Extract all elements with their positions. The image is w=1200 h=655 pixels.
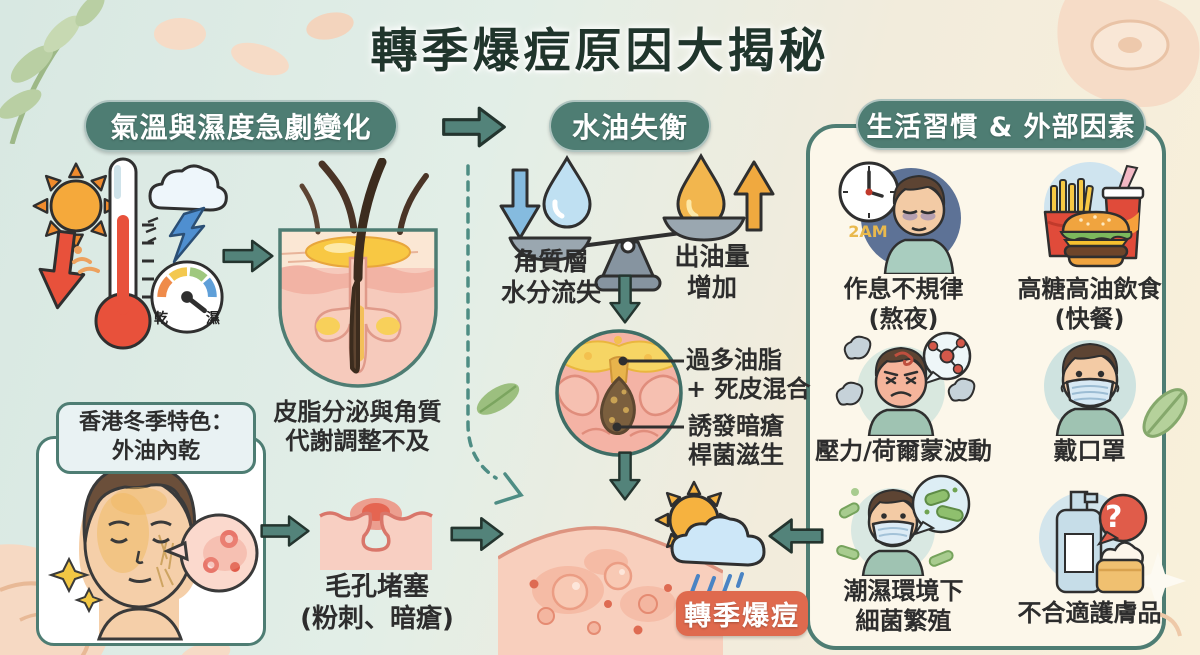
humidity-gauge-icon: [150, 260, 224, 334]
item-diet-line1: 高糖高油飲食: [1017, 275, 1162, 303]
arrow-weather-to-skin-icon: [222, 239, 274, 273]
moisture-loss-line1: 角質層: [513, 247, 589, 276]
skincare-products-icon: [1038, 490, 1147, 594]
arrow-pore-down-icon: [609, 451, 641, 501]
arrow-header-right-icon: [442, 106, 506, 148]
arrow-pore-to-center-icon: [450, 517, 504, 551]
pore-caption-line1: 毛孔堵塞: [324, 572, 429, 602]
callout-excess-oil-line1: 過多油脂: [686, 346, 782, 374]
cell-blobs-decoration: [154, 12, 354, 76]
item-humid-label: 潮濕環境下 細菌繁殖: [816, 576, 991, 636]
follicle-caption: 皮脂分泌與角質 代謝調整不及: [250, 398, 465, 457]
masked-person-icon: [1043, 340, 1136, 436]
section-header-temperature: 氣溫與濕度急劇變化: [84, 100, 398, 152]
hk-winter-line1: 香港冬季特色：: [78, 410, 233, 436]
page-title: 轉季爆痘原因大揭秘: [370, 24, 830, 79]
storm-cloud-icon: [145, 164, 228, 264]
lifestyle-item-skincare: ? 不合適護膚品: [1002, 474, 1177, 628]
sparkle-bottomright-decoration: [1130, 552, 1186, 637]
bacteria-humid-icon: [835, 474, 970, 576]
item-mask-line1: 戴口罩: [1053, 437, 1126, 465]
hk-winter-box: 香港冬季特色： 外油內乾: [56, 402, 256, 474]
fast-food-icon: [1043, 162, 1144, 268]
gauge-dry-label: 乾: [154, 311, 168, 327]
item-diet-label: 高糖高油飲食 (快餐): [1002, 274, 1177, 334]
callout-excess-oil-line2: + 死皮混合: [686, 375, 811, 404]
moisture-loss-label: 角質層 水分流失: [490, 247, 612, 308]
oily-dry-face-illustration: [47, 462, 259, 641]
water-droplet-icon: [542, 155, 592, 229]
item-mask-label: 戴口罩: [1002, 436, 1177, 466]
sun-icon: [32, 162, 120, 250]
lifestyle-item-mask: 戴口罩: [1002, 330, 1177, 466]
item-skincare-label: 不合適護膚品: [1002, 598, 1177, 628]
clock-time-label: 2AM: [848, 222, 888, 241]
lifestyle-item-sleep: 2AM 作息不規律 (熬夜): [816, 156, 991, 334]
item-sleep-line1: 作息不規律: [843, 275, 964, 303]
item-diet-line2: (快餐): [1054, 305, 1125, 333]
oil-up-arrow-icon: [733, 160, 775, 232]
pore-caption-line2: (粉刺、暗瘡): [300, 603, 454, 634]
pore-caption: 毛孔堵塞 (粉刺、暗瘡): [294, 572, 460, 635]
hk-winter-line2: 外油內乾: [111, 439, 200, 464]
cell-blob-topright-decoration: [1057, 0, 1200, 107]
moisture-loss-line2: 水分流失: [500, 277, 601, 307]
follicle-caption-line2: 代謝調整不及: [285, 427, 430, 456]
item-stress-label: 壓力/荷爾蒙波動: [806, 436, 1001, 466]
leaf-small-decoration: [476, 383, 520, 415]
balance-scale-icon: [508, 216, 746, 292]
lifestyle-item-stress: 壓力/荷爾蒙波動: [806, 330, 1001, 466]
follicle-caption-line1: 皮脂分泌與角質: [273, 398, 442, 426]
lifestyle-item-humid: 潮濕環境下 細菌繁殖: [816, 474, 991, 636]
callout-excess-oil: 過多油脂 + 死皮混合: [686, 346, 812, 405]
temperature-drop-arrow-icon: [38, 229, 86, 310]
item-skincare-line1: 不合適護膚品: [1017, 599, 1162, 627]
gauge-wet-label: 濕: [206, 311, 220, 327]
item-stress-line1: 壓力/荷爾蒙波動: [815, 437, 992, 465]
arrow-face-to-pore-icon: [260, 515, 310, 547]
callout-bacteria: 誘發暗瘡 桿菌滋生: [688, 412, 810, 471]
oil-increase-label: 出油量 增加: [656, 242, 768, 303]
leaf-right-decoration: [1142, 388, 1188, 438]
oil-increase-line1: 出油量: [674, 242, 750, 271]
question-mark-label: ?: [1105, 500, 1123, 535]
clogged-pore-illustration: [319, 498, 433, 570]
item-sleep-label: 作息不規律 (熬夜): [816, 274, 991, 334]
leaf-branch-decoration: [0, 0, 105, 144]
item-humid-line1: 潮濕環境下: [843, 577, 964, 605]
tired-person-clock-icon: [838, 161, 961, 274]
oil-increase-line2: 增加: [686, 272, 737, 302]
lifestyle-item-diet: 高糖高油飲食 (快餐): [1002, 156, 1177, 334]
item-humid-line2: 細菌繁殖: [855, 607, 952, 635]
sun-rain-icon: [654, 480, 766, 610]
acne-skin-illustration: [498, 526, 723, 655]
result-badge: 轉季爆痘: [676, 591, 808, 636]
thermometer-icon: [94, 157, 154, 350]
arrow-lifestyle-to-center-icon: [768, 518, 824, 554]
squiggle-decoration: [72, 246, 100, 274]
moisture-down-arrow-icon: [499, 168, 541, 240]
item-sleep-line2: (熬夜): [868, 305, 939, 333]
callout-bacteria-line1: 誘發暗瘡: [688, 412, 784, 440]
section-header-water-oil: 水油失衡: [549, 100, 711, 152]
callout-bacteria-line2: 桿菌滋生: [688, 441, 784, 470]
skin-follicle-illustration: [278, 158, 438, 388]
humidity-gauge: 乾 濕: [148, 258, 226, 336]
section-header-lifestyle: 生活習慣 & 外部因素: [856, 99, 1146, 150]
stressed-person-icon: [835, 331, 975, 436]
